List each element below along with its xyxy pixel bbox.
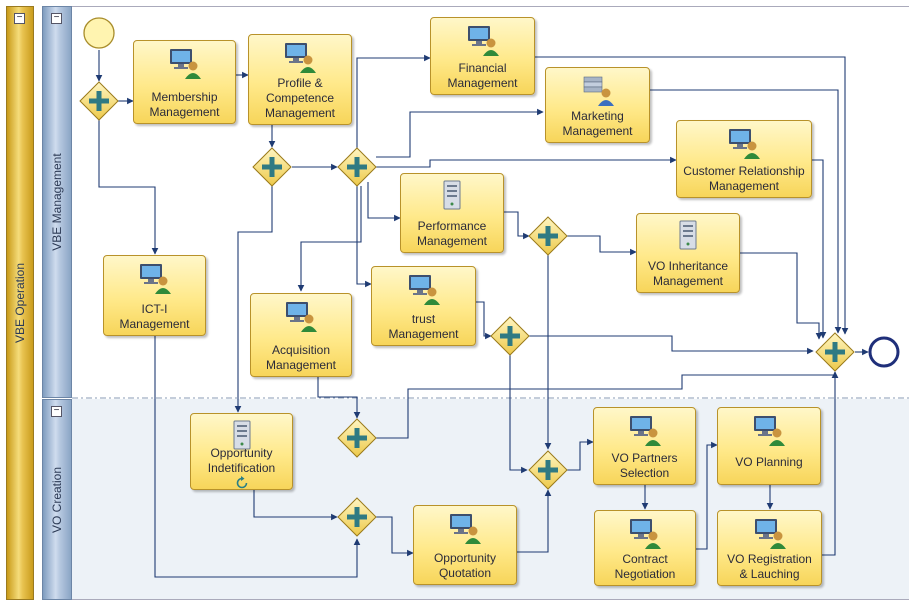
user-computer-icon	[286, 302, 317, 332]
user-computer-icon	[754, 519, 786, 549]
user-computer-icon	[169, 49, 201, 79]
lane-collapse-icon[interactable]: −	[51, 406, 62, 417]
loop-icon	[236, 476, 247, 489]
user-computer-icon	[467, 26, 499, 56]
parallel-gateway-5[interactable]	[490, 316, 530, 356]
task-vo-registration-lauching[interactable]: VO Registration& Lauching	[717, 510, 822, 586]
pool-header[interactable]: − VBE Operation	[6, 6, 34, 600]
end-event[interactable]	[868, 336, 900, 368]
user-computer-icon	[629, 416, 661, 446]
server-icon	[233, 420, 250, 450]
lane-header-vbe-management[interactable]: − VBE Management	[42, 6, 72, 398]
user-computer-icon	[450, 514, 481, 544]
user-computer-icon	[408, 275, 440, 305]
pool-collapse-icon[interactable]: −	[14, 13, 25, 24]
user-computer-icon	[630, 519, 661, 549]
parallel-gateway-6[interactable]	[337, 418, 377, 458]
server-icon	[443, 180, 461, 210]
parallel-gateway-4[interactable]	[528, 216, 568, 256]
lane-header-vo-creation[interactable]: − VO Creation	[42, 399, 72, 600]
sequence-flows	[95, 50, 869, 578]
parallel-gateway-8[interactable]	[815, 332, 855, 372]
task-label: VO Planning	[735, 455, 803, 469]
task-label: VO Registration& Lauching	[727, 552, 812, 581]
server-icon	[679, 220, 697, 250]
start-event[interactable]	[83, 17, 115, 49]
parallel-gateway-2[interactable]	[252, 147, 292, 187]
user-computer-icon	[729, 129, 760, 159]
parallel-gateway-7[interactable]	[528, 450, 568, 490]
user-documents-icon	[583, 76, 614, 106]
parallel-gateway-1[interactable]	[79, 81, 119, 121]
parallel-gateway-3[interactable]	[337, 147, 377, 187]
lane-collapse-icon[interactable]: −	[51, 13, 62, 24]
user-computer-icon	[285, 43, 316, 73]
task-vo-planning[interactable]: VO Planning	[717, 407, 821, 485]
user-computer-icon	[139, 264, 171, 294]
user-computer-icon	[754, 416, 785, 446]
parallel-gateway-9[interactable]	[337, 497, 377, 537]
